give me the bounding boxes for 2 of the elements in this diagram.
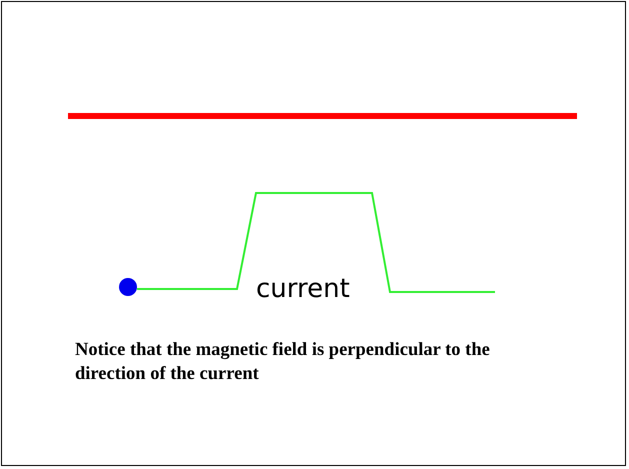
caption-text: Notice that the magnetic field is perpendicular to the direction of the current xyxy=(75,339,491,386)
current-label: current xyxy=(256,274,350,304)
